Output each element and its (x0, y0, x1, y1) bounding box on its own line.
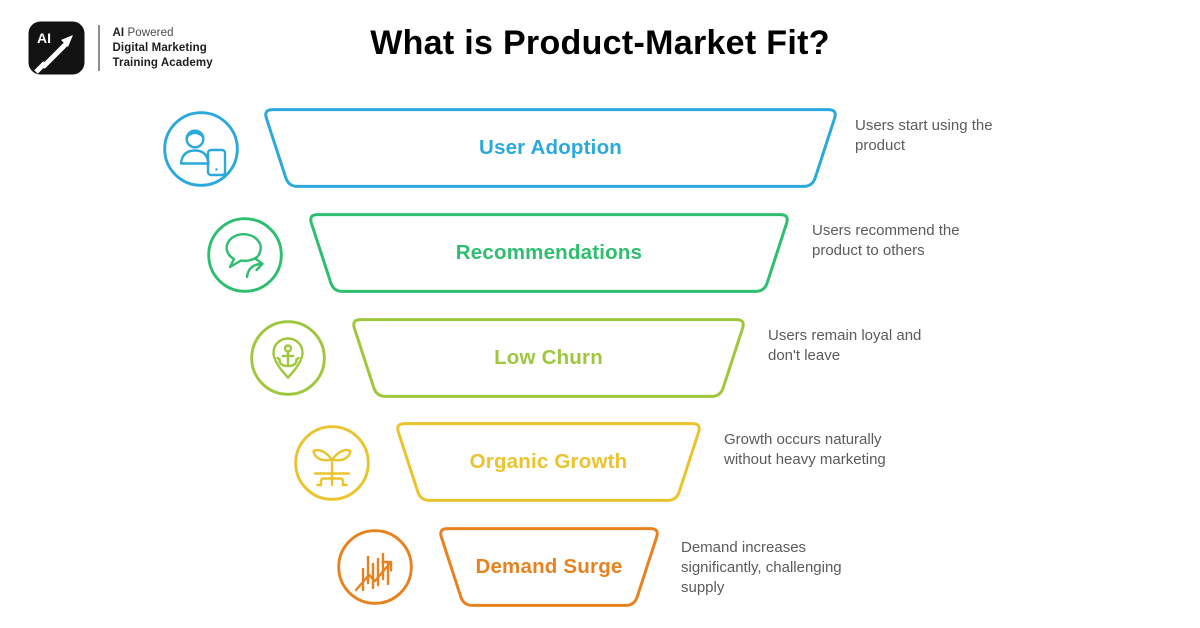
funnel-bar-demand-surge: Demand Surge (437, 527, 661, 607)
page-title: What is Product-Market Fit? (370, 24, 830, 62)
logo-line3: Training Academy (112, 56, 213, 69)
speech-bubbles-share-icon (205, 215, 285, 295)
logo-divider (98, 25, 100, 71)
stage-description-user-adoption: Users start using the product (855, 117, 993, 154)
logo-line1-bold: AI (112, 26, 125, 39)
funnel-bar-recommendations: Recommendations (307, 213, 791, 293)
stage-label-user-adoption: User Adoption (478, 136, 623, 159)
stage-label-low-churn: Low Churn (494, 346, 603, 369)
funnel-bar-user-adoption: User Adoption (262, 108, 839, 188)
anchor-pin-icon (248, 318, 328, 398)
logo-text: AI Powered Digital Marketing Training Ac… (113, 26, 213, 71)
brand-logo-mark-icon: AI (28, 21, 85, 75)
logo-mark-text: AI (37, 30, 51, 46)
stage-description-recommendations: Users recommend the product to others (812, 222, 960, 259)
user-with-tablet-icon (161, 109, 241, 189)
brand-logo: AI AI Powered Digital Marketing Training… (28, 21, 213, 75)
funnel-bar-low-churn: Low Churn (350, 318, 747, 398)
stage-description-organic-growth: Growth occurs naturally without heavy ma… (724, 431, 886, 468)
stage-label-recommendations: Recommendations (455, 241, 643, 264)
stage-description-demand-surge: Demand increases significantly, challeng… (681, 539, 842, 596)
logo-line1-rest: Powered (124, 26, 174, 39)
stage-label-demand-surge: Demand Surge (475, 555, 623, 578)
logo-line2: Digital Marketing (112, 41, 207, 54)
stage-description-low-churn: Users remain loyal and don't leave (768, 327, 922, 364)
funnel-bar-organic-growth: Organic Growth (394, 422, 703, 502)
plant-roots-icon (292, 423, 372, 503)
stage-label-organic-growth: Organic Growth (469, 450, 628, 473)
surge-chart-icon (335, 527, 415, 607)
